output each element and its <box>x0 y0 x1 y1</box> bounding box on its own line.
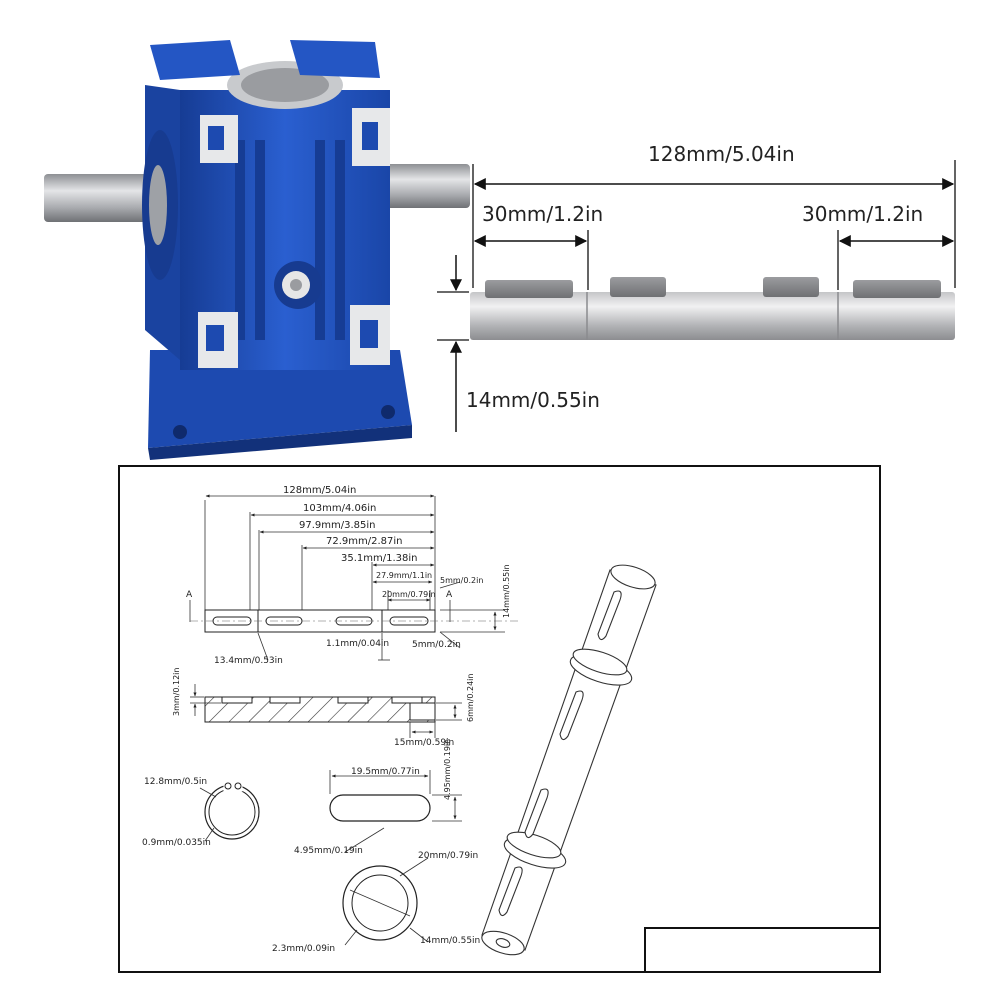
section-a-left: A <box>186 590 193 600</box>
dim-3-vert: 3mm/0.12in <box>172 667 181 716</box>
end-length-right-label: 30mm/1.2in <box>802 202 924 226</box>
dim-1-1: 1.1mm/0.04in <box>326 639 390 649</box>
dim-5-bottom: 5mm/0.2in <box>412 640 461 650</box>
diameter-label: 14mm/0.55in <box>466 388 600 412</box>
dim-128: 128mm/5.04in <box>283 485 357 496</box>
section-outer-dim: 20mm/0.79in <box>418 851 479 861</box>
dim-20: 20mm/0.79in <box>382 590 436 599</box>
dim-35-1: 35.1mm/1.38in <box>341 553 418 564</box>
dim-5-top: 5mm/0.2in <box>440 576 484 585</box>
end-length-left-label: 30mm/1.2in <box>482 202 604 226</box>
dim-14-vert: 14mm/0.55in <box>502 564 511 618</box>
title-block <box>644 927 881 973</box>
ring-outer-dim: 12.8mm/0.5in <box>144 777 208 787</box>
gearbox-photo <box>30 30 470 460</box>
key-height-vert: 4.95mm/0.19in <box>443 738 452 800</box>
dim-27-9: 27.9mm/1.1in <box>376 571 433 580</box>
dim-15: 15mm/0.59in <box>394 738 455 748</box>
overall-length-label: 128mm/5.04in <box>648 142 795 166</box>
shaft-photo <box>425 150 985 440</box>
drawing-frame <box>118 465 881 973</box>
key-length-dim: 19.5mm/0.77in <box>351 767 420 777</box>
dim-97-9: 97.9mm/3.85in <box>299 520 376 531</box>
key-width-dim: 4.95mm/0.19in <box>294 846 363 856</box>
dim-13-4: 13.4mm/0.53in <box>214 656 283 666</box>
section-a-right: A <box>446 590 453 600</box>
dim-6-vert: 6mm/0.24in <box>466 673 475 722</box>
dim-72-9: 72.9mm/2.87in <box>326 536 403 547</box>
dim-103: 103mm/4.06in <box>303 503 377 514</box>
section-wall-dim: 2.3mm/0.09in <box>272 944 336 954</box>
section-bore-dim: 14mm/0.55in <box>420 936 481 946</box>
ring-thickness-dim: 0.9mm/0.035in <box>142 838 211 848</box>
